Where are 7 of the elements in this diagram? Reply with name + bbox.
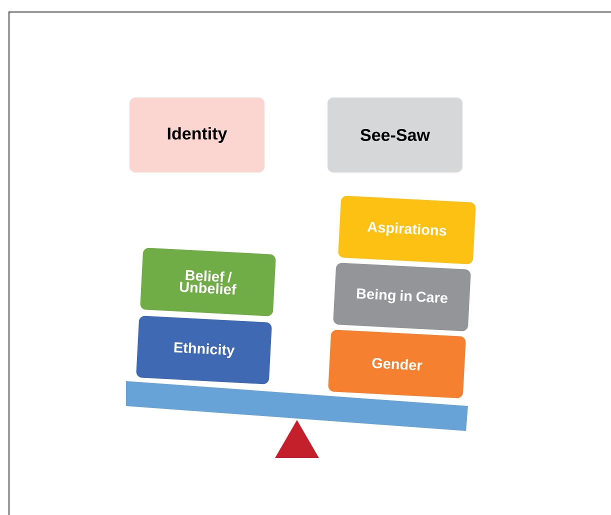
- block: Being in Care: [333, 262, 471, 332]
- block: Belief / Unbelief: [140, 248, 276, 316]
- title-box: Identity: [130, 98, 264, 172]
- block: Aspirations: [338, 196, 476, 264]
- block: Gender: [328, 330, 466, 398]
- block: Ethnicity: [136, 316, 272, 384]
- title-box: See-Saw: [328, 98, 462, 172]
